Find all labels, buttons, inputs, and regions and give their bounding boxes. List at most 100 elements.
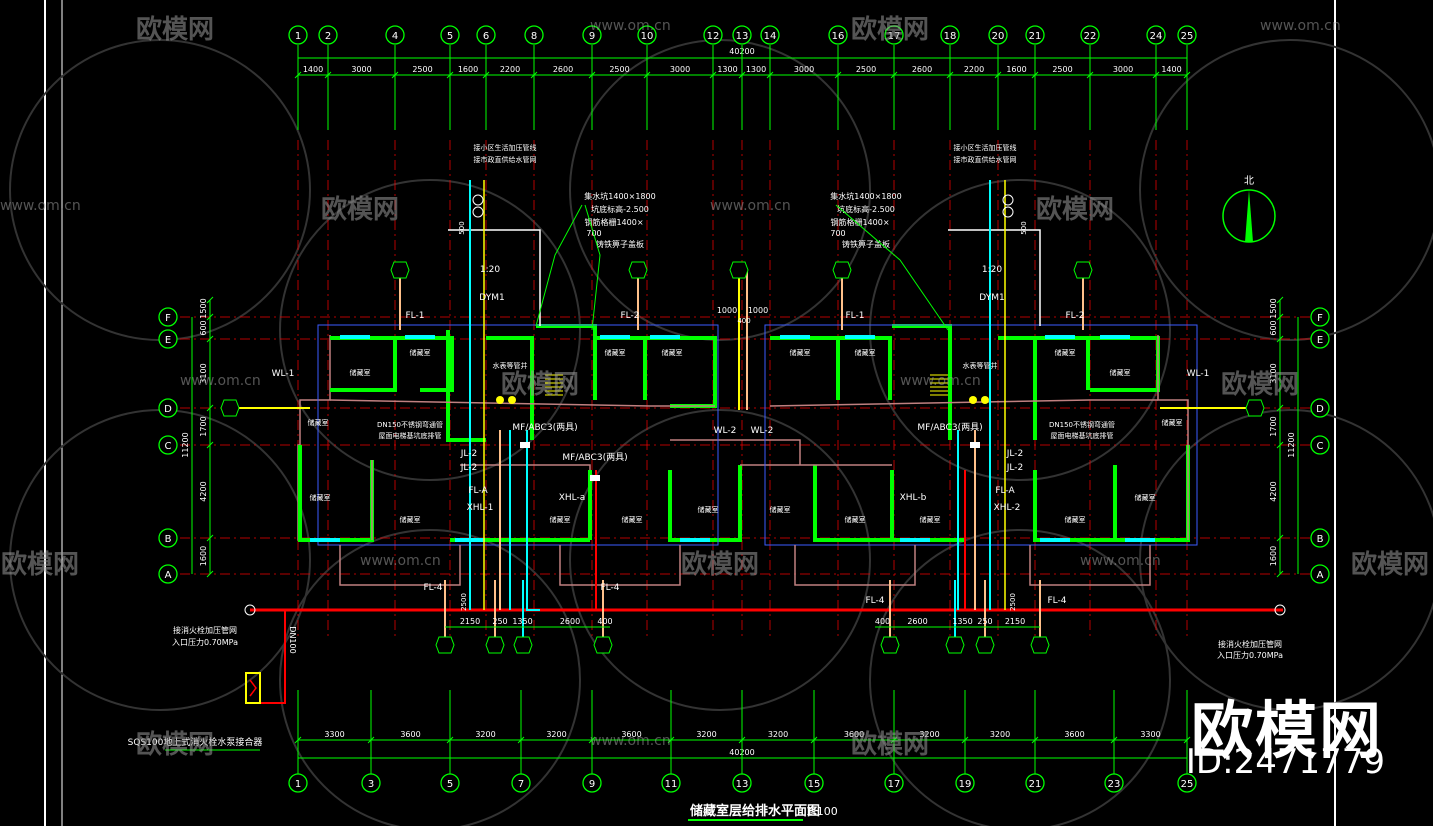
meter-icon xyxy=(1002,194,1014,206)
riser-bubble xyxy=(1030,636,1050,654)
main-inlet-note: 接小区生活加压管线 xyxy=(474,143,537,152)
window xyxy=(1045,335,1075,339)
dim-bottom-value: 3200 xyxy=(768,730,788,739)
room-label: 储藏室 xyxy=(400,515,421,524)
watermark-brand: 欧模网 xyxy=(321,194,399,225)
brand-watermark: 欧模网 xyxy=(1190,694,1383,767)
pipe-label: FL-A xyxy=(468,486,488,496)
pipe-label: 1:20 xyxy=(480,265,500,275)
riser-bubble xyxy=(513,636,533,654)
dim-right-value: 4200 xyxy=(1269,481,1278,501)
window xyxy=(1040,538,1070,542)
pipe-label: FL-A xyxy=(995,486,1015,496)
watermark-url: www.om.cn xyxy=(180,373,261,389)
grid-bubble-bottom xyxy=(804,773,824,793)
window xyxy=(405,335,435,339)
grid-bubble-bottom xyxy=(955,773,975,793)
north-arrow: 北 xyxy=(1222,175,1276,243)
watermark-url: www.om.cn xyxy=(710,198,791,214)
dim-left-tick xyxy=(206,313,214,321)
grid-bubble-bottom-label: 15 xyxy=(808,779,821,790)
watermark-brand: 欧模网 xyxy=(1036,194,1114,225)
dim-stair-right: 2600 xyxy=(907,617,927,626)
window xyxy=(780,335,810,339)
wall-thin xyxy=(339,545,461,586)
extinguisher-label: MF/ABC3(两具) xyxy=(562,452,627,463)
dim-top-value: 1300 xyxy=(717,65,737,74)
meter-icon xyxy=(1002,206,1014,218)
grid-bubble-top xyxy=(760,25,780,45)
dim-right-tick xyxy=(1276,313,1284,321)
room-label: 储藏室 xyxy=(310,493,331,502)
dim-bottom-value: 3300 xyxy=(324,730,344,739)
dim-stair-right: 250 xyxy=(977,617,992,626)
wall-segment xyxy=(813,465,892,542)
dim-bottom-value: 3600 xyxy=(621,730,641,739)
dim-left-value: 3100 xyxy=(199,363,208,383)
grid-bubble-bottom-label: 9 xyxy=(589,779,595,790)
dim-bottom-value: 3600 xyxy=(844,730,864,739)
dim-right-tick xyxy=(1276,534,1284,542)
watermark-url: www.om.cn xyxy=(1260,18,1341,34)
pit-note: 集水坑1400×1800 xyxy=(584,191,655,201)
room-label: 储藏室 xyxy=(855,348,876,357)
pipe-label: JL-2 xyxy=(460,449,477,459)
extinguisher-label: MF/ABC3(两具) xyxy=(917,422,982,433)
dim-left-total: 11200 xyxy=(181,432,190,457)
leader-line xyxy=(835,204,949,331)
room-label: 储藏室 xyxy=(605,348,626,357)
wall-thin xyxy=(460,464,591,470)
dim-mid: 400 xyxy=(737,317,750,325)
meter-icon xyxy=(472,206,484,218)
dim-right-value: 1600 xyxy=(1269,546,1278,566)
grid-bubble-left xyxy=(158,435,178,455)
pipe-label: WL-1 xyxy=(272,369,295,379)
dim-stair-left: 400 xyxy=(597,617,612,626)
wall-segment xyxy=(536,324,597,400)
dim-bottom-value: 3300 xyxy=(1140,730,1160,739)
grid-bubble-top xyxy=(476,25,496,45)
grid-bubble-right xyxy=(1310,528,1330,548)
grid-bubble-top xyxy=(582,25,602,45)
pipe-label: FL-2 xyxy=(620,311,639,321)
grid-bubble-top xyxy=(884,25,904,45)
pipe-label: FL-2 xyxy=(1065,311,1084,321)
room-label: 储藏室 xyxy=(1055,348,1076,357)
dim-right-value: 1500 xyxy=(1269,298,1278,318)
watermark-brand: 欧模网 xyxy=(851,729,929,760)
grid-bubble-left xyxy=(158,307,178,327)
grid-bubble-top xyxy=(828,25,848,45)
room-label: 储藏室 xyxy=(845,515,866,524)
wall-thin xyxy=(1029,545,1151,586)
leader-line xyxy=(584,204,601,331)
room-label: 储藏室 xyxy=(790,348,811,357)
room-label: 储藏室 xyxy=(1065,515,1086,524)
valve-icon xyxy=(1274,604,1286,616)
dim-stair-left: 250 xyxy=(492,617,507,626)
pit-note: 铸铁箅子盖板 xyxy=(596,239,644,249)
grid-bubble-right-label: C xyxy=(1317,441,1324,452)
grid-bubble-bottom xyxy=(582,773,602,793)
grid-bubble-top xyxy=(988,25,1008,45)
drawing-title-block: 储藏室层给排水平面图 1:100 xyxy=(688,803,838,821)
grid-bubble-bottom xyxy=(1025,773,1045,793)
grid-bubble-top-label: 17 xyxy=(888,31,901,42)
grid-bubble-top-label: 8 xyxy=(531,31,537,42)
grid-bubble-top xyxy=(385,25,405,45)
dim-right-value: 3100 xyxy=(1269,363,1278,383)
grid-bubble-top xyxy=(703,25,723,45)
grid-bubble-top-label: 21 xyxy=(1029,31,1042,42)
drain-pipe-left-c xyxy=(526,430,540,611)
dim-left-tick xyxy=(206,534,214,542)
pipe-label: DYM1 xyxy=(979,293,1004,303)
valve-icon xyxy=(244,604,256,616)
dim-right-tick xyxy=(1276,335,1284,343)
grid-bubble-bottom-label: 25 xyxy=(1181,779,1194,790)
grid-bubble-bottom-label: 1 xyxy=(295,779,301,790)
wall-thin xyxy=(794,545,916,586)
fire-note: 接消火栓加压管网 xyxy=(1218,639,1282,649)
grid-bubble-right xyxy=(1310,564,1330,584)
pipe-label: FL-1 xyxy=(405,311,424,321)
watermark-brand: 欧模网 xyxy=(1,549,79,580)
dim-500-label: 500 xyxy=(1020,221,1028,234)
